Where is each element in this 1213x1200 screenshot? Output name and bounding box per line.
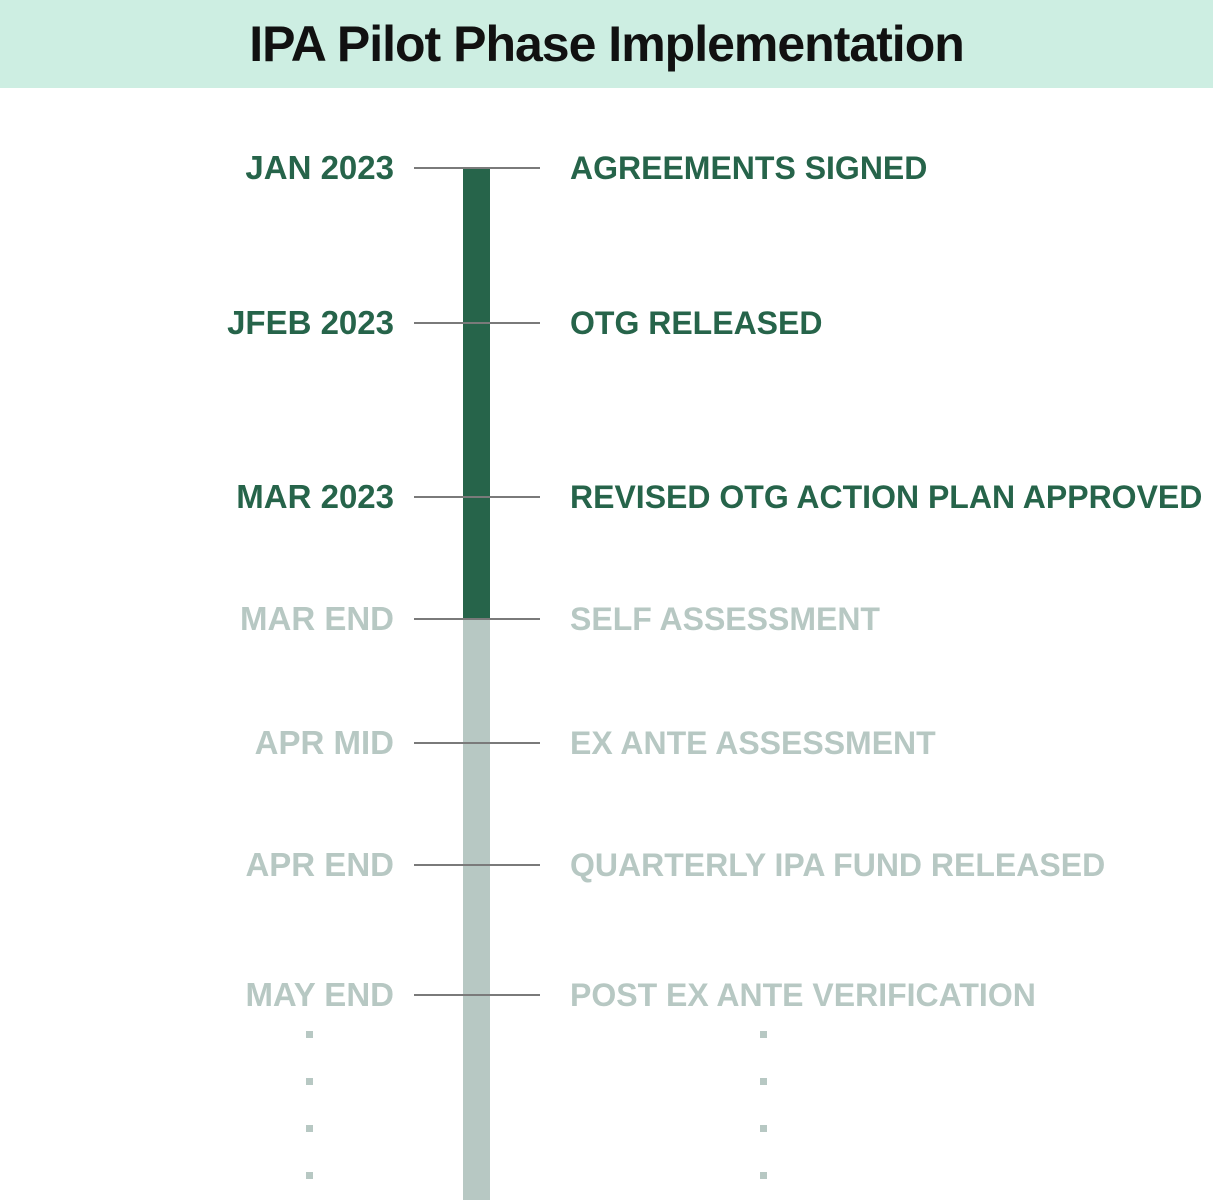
milestone-date: JAN 2023 (245, 149, 394, 186)
continuation-dot-icon (306, 1078, 313, 1085)
tick-line (414, 864, 540, 866)
tick-line (414, 618, 540, 620)
milestone-row: JFEB 2023 OTG RELEASED (0, 303, 1213, 343)
timeline-bar-completed-segment (463, 168, 490, 619)
milestone-row: APR MID EX ANTE ASSESSMENT (0, 723, 1213, 763)
continuation-dot-icon (306, 1172, 313, 1179)
continuation-dot-icon (760, 1031, 767, 1038)
milestone-row: MAR END SELF ASSESSMENT (0, 599, 1213, 639)
milestone-row: JAN 2023 AGREEMENTS SIGNED (0, 148, 1213, 188)
tick-line (414, 167, 540, 169)
timeline-bar-upcoming-segment (463, 619, 490, 1200)
milestone-date: APR MID (254, 724, 394, 761)
tick-line (414, 994, 540, 996)
tick-line (414, 742, 540, 744)
milestone-date: JFEB 2023 (227, 304, 394, 341)
milestone-date: MAY END (245, 976, 394, 1013)
header-band: IPA Pilot Phase Implementation (0, 0, 1213, 88)
milestone-label: AGREEMENTS SIGNED (570, 150, 928, 186)
milestone-date: MAR END (240, 600, 394, 637)
milestone-date: MAR 2023 (236, 478, 394, 515)
milestone-label: QUARTERLY IPA FUND RELEASED (570, 847, 1106, 883)
continuation-dot-icon (306, 1031, 313, 1038)
milestone-label: POST EX ANTE VERIFICATION (570, 977, 1036, 1013)
milestone-label: EX ANTE ASSESSMENT (570, 725, 936, 761)
milestone-row: MAY END POST EX ANTE VERIFICATION (0, 975, 1213, 1015)
milestone-label: OTG RELEASED (570, 305, 823, 341)
milestone-label: SELF ASSESSMENT (570, 601, 880, 637)
continuation-dot-icon (760, 1125, 767, 1132)
continuation-dot-icon (760, 1078, 767, 1085)
milestone-date: APR END (245, 846, 394, 883)
continuation-dot-icon (306, 1125, 313, 1132)
continuation-dot-icon (760, 1172, 767, 1179)
milestone-row: MAR 2023 REVISED OTG ACTION PLAN APPROVE… (0, 477, 1213, 517)
page-title: IPA Pilot Phase Implementation (249, 16, 965, 72)
tick-line (414, 322, 540, 324)
tick-line (414, 496, 540, 498)
milestone-label: REVISED OTG ACTION PLAN APPROVED (570, 479, 1203, 515)
milestone-row: APR END QUARTERLY IPA FUND RELEASED (0, 845, 1213, 885)
